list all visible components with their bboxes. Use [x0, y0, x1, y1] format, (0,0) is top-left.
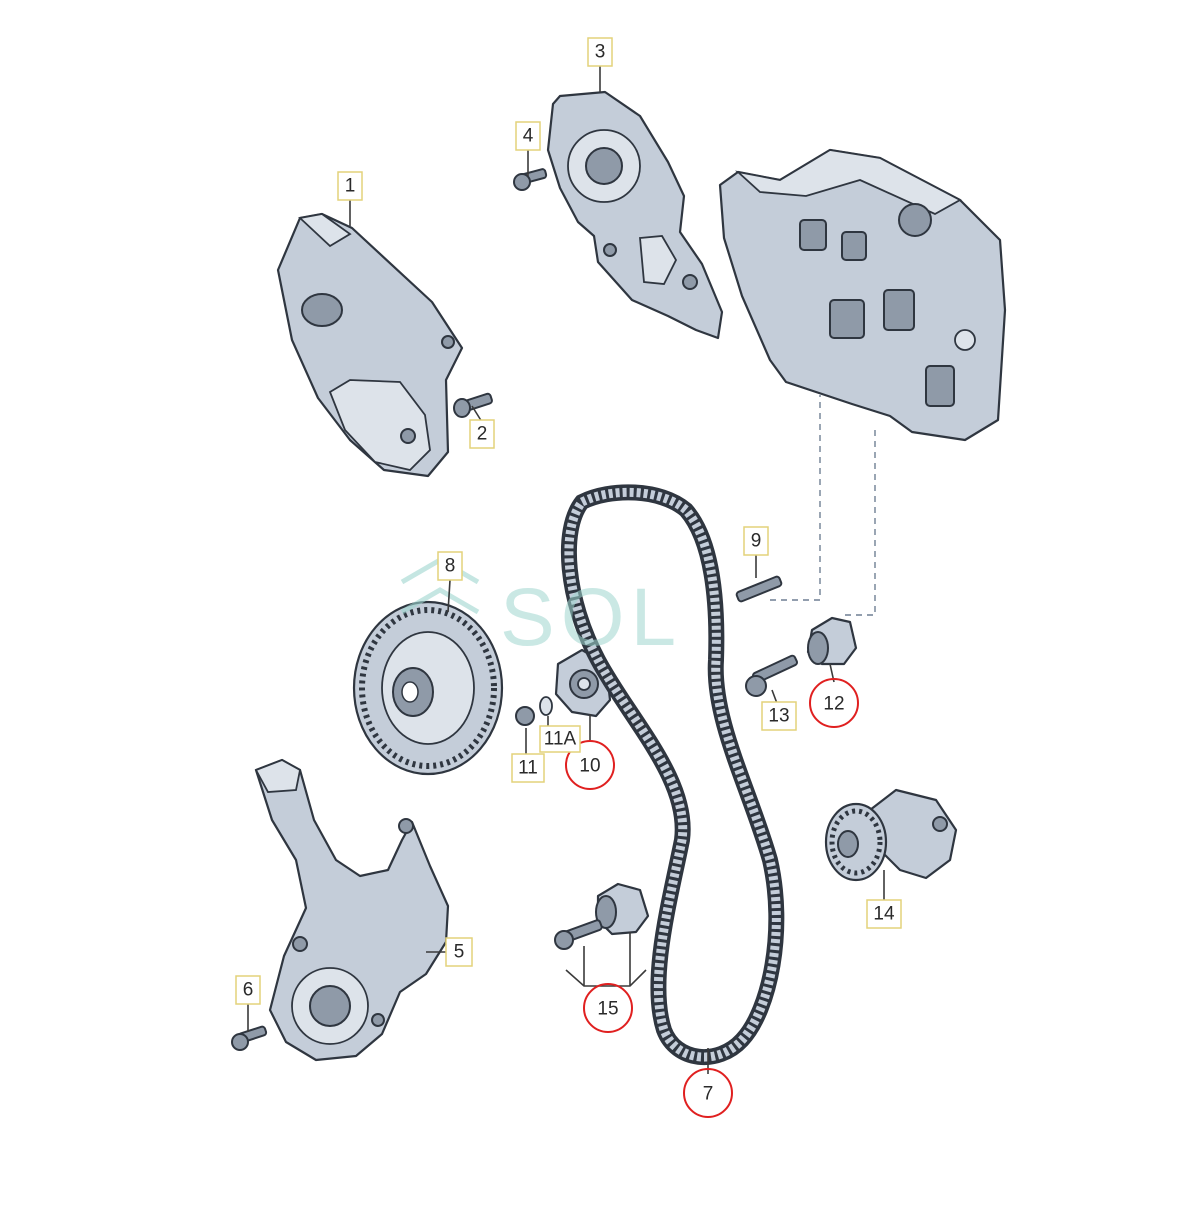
highlight-circles [565, 678, 859, 1118]
callout-7-text: 7 [703, 1084, 714, 1105]
highlight-circle-10 [565, 740, 615, 790]
callout-9: 9 [743, 526, 769, 556]
callout-15-text: 15 [597, 999, 618, 1020]
callout-10-text: 10 [579, 756, 600, 777]
highlight-circle-15 [583, 983, 633, 1033]
callout-4-text: 4 [523, 126, 534, 147]
stud-9 [735, 575, 783, 603]
highlight-circle-7 [683, 1068, 733, 1118]
washer-11a [539, 696, 553, 716]
lower-timing-cover [254, 758, 450, 1062]
callout-14: 14 [866, 899, 902, 929]
bolt-4 [513, 168, 548, 191]
callout-5: 5 [445, 937, 473, 967]
callout-11a: 11A [539, 725, 581, 753]
callout-6: 6 [235, 975, 261, 1005]
callout-6-text: 6 [243, 980, 254, 1001]
callout-3: 3 [587, 37, 613, 67]
watermark: SOL [400, 557, 682, 663]
callout-4: 4 [515, 121, 541, 151]
callout-3-text: 3 [595, 42, 606, 63]
callout-14-text: 14 [873, 904, 895, 925]
callout-9-text: 9 [751, 531, 762, 552]
engine-block [718, 148, 1007, 442]
highlight-circle-12 [809, 678, 859, 728]
callout-1: 1 [337, 171, 363, 201]
water-pump [824, 788, 958, 882]
callout-11: 11 [511, 753, 545, 783]
leader-lines [247, 66, 885, 1074]
callout-15: 15 [597, 999, 618, 1020]
callout-12-text: 12 [823, 694, 844, 715]
timing-belt [560, 484, 785, 1066]
callout-11a-text: 11A [544, 729, 577, 750]
bolt-13 [745, 654, 798, 697]
watermark-text: SOL [500, 572, 682, 663]
callout-11-text: 11 [518, 758, 538, 779]
callout-10: 10 [579, 756, 600, 777]
callout-1-text: 1 [345, 176, 356, 197]
bolt-6 [231, 1025, 268, 1051]
bolt-15 [554, 919, 603, 950]
callout-12: 12 [823, 694, 844, 715]
upper-timing-cover [276, 212, 464, 478]
callout-2: 2 [469, 419, 495, 449]
callout-7: 7 [703, 1084, 714, 1105]
tensioner-roller [554, 648, 612, 718]
camshaft-sprocket [352, 600, 504, 776]
idler-roller-12 [806, 616, 858, 666]
callout-5-text: 5 [454, 942, 465, 963]
idler-roller-15 [595, 882, 650, 936]
callout-8: 8 [437, 551, 463, 581]
callout-8-text: 8 [445, 556, 456, 577]
callout-labels: 1 2 3 4 5 6 7 8 9 [235, 37, 902, 1105]
nut-11 [515, 706, 535, 726]
callout-13-text: 13 [768, 706, 789, 727]
callout-2-text: 2 [477, 424, 488, 445]
bolt-2 [453, 392, 493, 418]
callout-13: 13 [761, 701, 797, 731]
rear-timing-plate [546, 90, 724, 340]
assembly-reference-lines [770, 395, 876, 616]
